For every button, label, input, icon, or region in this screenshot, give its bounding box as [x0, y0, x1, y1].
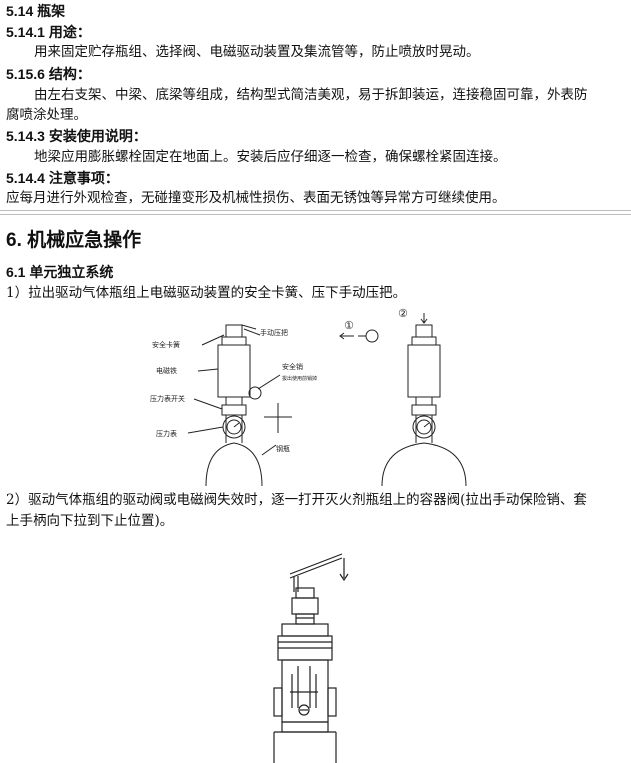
- label-safety-pin: 安全销: [282, 362, 303, 371]
- section-6-title: 6. 机械应急操作: [6, 230, 142, 251]
- step-2-text-1: 2）驱动气体瓶组的驱动阀或电磁阀失效时，逐一打开灭火剂瓶组上的容器阀(拉出手动保…: [6, 492, 587, 508]
- label-safety-clip: 安全卡簧: [152, 340, 180, 349]
- step-1-text: 1）拉出驱动气体瓶组上电磁驱动装置的安全卡簧、压下手动压把。: [6, 285, 407, 301]
- label-pressure-gauge: 压力表: [156, 429, 177, 438]
- section-5-15-6-title: 5.15.6 结构：: [6, 66, 91, 82]
- step-marker-2: ②: [398, 307, 408, 320]
- section-5-14-3-title: 5.14.3 安装使用说明：: [6, 128, 147, 144]
- section-5-14-3-text: 地梁应用膨胀螺栓固定在地面上。安装后应仔细逐一检查，确保螺栓紧固连接。: [34, 149, 507, 165]
- figure-1-valve-diagram: 安全卡簧 手动压把 电磁铁 安全销 拔出使用前销掉 压力表开关 压力表 钢瓶 ①…: [150, 307, 467, 486]
- step-marker-1: ①: [344, 319, 354, 332]
- section-5-14-4-text: 应每月进行外观检查，无碰撞变形及机械性损伤、表面无锈蚀等异常方可继续使用。: [6, 190, 506, 206]
- page-break-line-2: [0, 214, 631, 215]
- label-cylinder: 钢瓶: [276, 444, 290, 453]
- label-gauge-switch: 压力表开关: [150, 394, 185, 403]
- section-5-15-6-text-1: 由左右支架、中梁、底梁等组成，结构型式简洁美观，易于拆卸装运，连接稳固可靠，外表…: [34, 87, 588, 103]
- step-2-text-2: 上手柄向下拉到下止位置)。: [6, 513, 174, 529]
- section-5-14-1-text: 用来固定贮存瓶组、选择阀、电磁驱动装置及集流管等，防止喷放时晃动。: [34, 44, 480, 60]
- section-5-14-1-title: 5.14.1 用途：: [6, 24, 91, 40]
- label-manual-lever: 手动压把: [260, 328, 288, 337]
- section-5-14-4-title: 5.14.4 注意事项：: [6, 170, 119, 186]
- figure-2-container-valve-diagram: [273, 553, 349, 763]
- section-5-15-6-text-2: 腐喷涂处理。: [6, 107, 87, 123]
- label-solenoid: 电磁铁: [156, 366, 177, 375]
- section-5-14-title: 5.14 瓶架: [6, 3, 66, 19]
- section-6-1-title: 6.1 单元独立系统: [6, 264, 114, 280]
- page-break-line: [0, 210, 631, 211]
- label-safety-pin-note: 拔出使用前销掉: [282, 375, 317, 382]
